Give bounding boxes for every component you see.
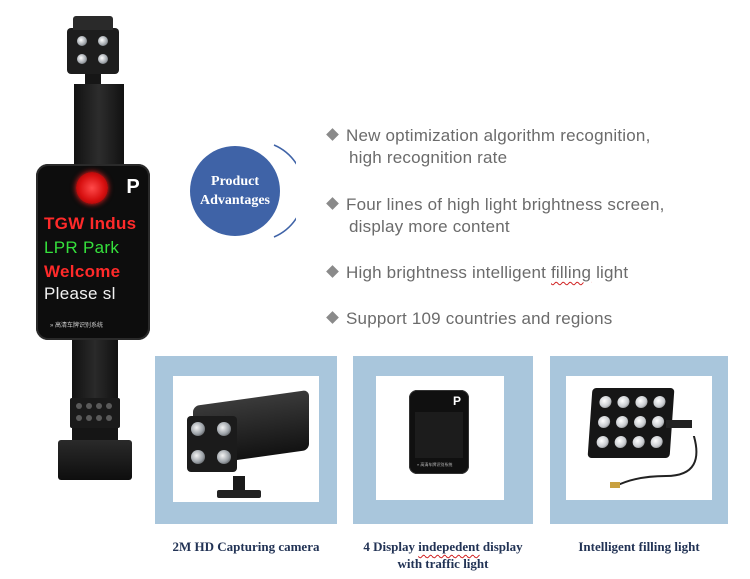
led-display-sign: P TGW Indus LPR Park Welcome Please sl »… <box>36 164 150 340</box>
filling-light-lamp <box>587 388 675 458</box>
advantage-3-text-b: filling <box>551 263 592 282</box>
camera-neck <box>85 74 101 86</box>
advantage-2-line-1: Four lines of high light brightness scre… <box>346 195 665 214</box>
diamond-bullet-icon <box>326 311 339 324</box>
terminal-base <box>58 440 132 480</box>
lamp-led-icon <box>617 396 630 408</box>
lamp-led-icon <box>633 416 647 428</box>
lamp-led-icon <box>614 436 628 448</box>
caption-display-c: display <box>479 539 523 554</box>
sign-footer-text: » 高清车牌识别系统 <box>50 323 104 329</box>
display-footer-text: » 高清车牌识别系统 <box>417 462 453 467</box>
display-image: P » 高清车牌识别系统 <box>376 376 504 500</box>
caption-light: Intelligent filling light <box>578 539 700 554</box>
advantage-3-text-c: light <box>591 263 629 282</box>
display-screen <box>415 412 463 458</box>
lamp-led-icon <box>650 436 664 448</box>
product-advantages-badge: Product Advantages <box>190 146 280 236</box>
advantage-2-line-2: display more content <box>349 217 510 236</box>
caption-camera: 2M HD Capturing camera <box>172 539 320 554</box>
advantage-1-line-2: high recognition rate <box>349 148 508 167</box>
light-cable <box>610 436 698 488</box>
caption-display: 4 Display indepedent display with traffi… <box>343 538 543 572</box>
lamp-led-icon <box>632 436 646 448</box>
advantage-item-1: New optimization algorithm recognition, … <box>326 125 651 169</box>
light-image <box>566 376 712 500</box>
camera-led-icon <box>98 54 108 64</box>
lamp-led-icon <box>615 416 629 428</box>
advantage-1-line-1: New optimization algorithm recognition, <box>346 126 651 145</box>
fill-light-box <box>70 398 120 428</box>
camera-lens-icon <box>217 450 231 464</box>
camera-lens-icon <box>191 422 205 436</box>
lamp-led-icon <box>653 396 666 408</box>
terminal-camera-head <box>67 16 119 74</box>
product-card-light <box>550 356 728 524</box>
led-line-4: Please sl <box>44 284 116 303</box>
display-device: P » 高清车牌识别系统 <box>409 390 469 474</box>
camera-image <box>173 376 319 502</box>
product-card-camera <box>155 356 337 524</box>
lamp-led-icon <box>596 436 610 448</box>
caption-display-a: 4 Display <box>363 539 419 554</box>
lpr-terminal-image: P TGW Indus LPR Park Welcome Please sl »… <box>0 0 175 500</box>
terminal-pole-upper <box>74 84 124 164</box>
advantage-item-4: Support 109 countries and regions <box>326 308 613 330</box>
camera-led-icon <box>77 36 87 46</box>
led-line-1: TGW Indus <box>44 214 137 233</box>
lamp-led-icon <box>599 396 612 408</box>
badge-arc-decoration <box>273 144 296 238</box>
lamp-led-icon <box>651 416 665 428</box>
diamond-bullet-icon <box>326 197 339 210</box>
advantage-item-3: High brightness intelligent filling ligh… <box>326 262 629 284</box>
led-line-2: LPR Park <box>44 238 120 257</box>
diamond-bullet-icon <box>326 265 339 278</box>
camera-led-icon <box>98 36 108 46</box>
camera-lens-icon <box>191 450 205 464</box>
lamp-led-icon <box>635 396 648 408</box>
advantage-4-line-1: Support 109 countries and regions <box>346 309 613 328</box>
camera-lens-icon <box>217 422 231 436</box>
camera-front-panel <box>187 416 237 472</box>
advantage-item-2: Four lines of high light brightness scre… <box>326 194 665 238</box>
product-card-display: P » 高清车牌识别系统 <box>353 356 533 524</box>
camera-stand-base <box>217 490 261 498</box>
caption-display-line-2: with traffic light <box>397 556 489 571</box>
badge-line-1: Product <box>211 174 259 189</box>
badge-line-2: Advantages <box>199 193 270 208</box>
camera-stand <box>233 476 245 494</box>
diamond-bullet-icon <box>326 128 339 141</box>
terminal-pole-lower <box>72 340 118 400</box>
caption-display-b: indepedent <box>418 539 480 554</box>
advantage-3-text-a: High brightness intelligent <box>346 263 551 282</box>
camera-led-icon <box>77 54 87 64</box>
parking-p-icon: P <box>126 176 140 198</box>
led-line-3: Welcome <box>44 262 121 281</box>
parking-p-icon: P <box>452 394 461 408</box>
lamp-bracket <box>666 420 692 428</box>
lamp-led-icon <box>597 416 611 428</box>
red-traffic-light-icon <box>76 172 108 204</box>
